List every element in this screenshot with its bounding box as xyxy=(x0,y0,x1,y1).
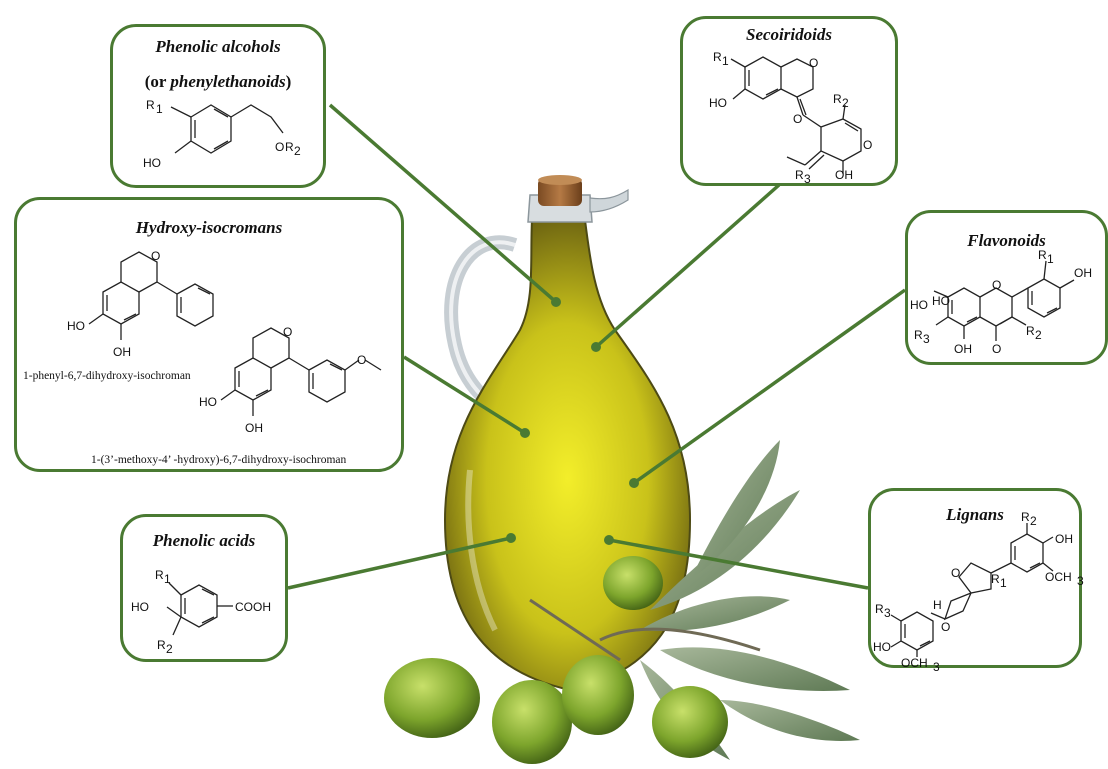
svg-text:R: R xyxy=(914,328,923,342)
isochroman-caption-2: 1-(3’-methoxy-4’ -hydroxy)-6,7-dihydroxy… xyxy=(91,454,347,466)
phenolic-acids-title: Phenolic acids xyxy=(152,531,256,550)
svg-text:R: R xyxy=(285,140,294,154)
isochroman-structures: HO OH O HO OH O O xyxy=(67,249,382,435)
connector-dots xyxy=(506,297,639,545)
svg-text:1: 1 xyxy=(1047,252,1054,266)
svg-text:R: R xyxy=(155,568,164,582)
svg-text:COOH: COOH xyxy=(235,600,271,614)
svg-text:3: 3 xyxy=(804,172,811,186)
svg-text:HO: HO xyxy=(873,640,891,654)
svg-text:O: O xyxy=(941,620,950,634)
svg-text:R: R xyxy=(157,638,166,652)
secoiridoids-title: Secoiridoids xyxy=(746,25,832,44)
svg-text:O: O xyxy=(275,140,284,154)
svg-text:R: R xyxy=(1026,324,1035,338)
svg-text:3: 3 xyxy=(1077,574,1084,588)
svg-text:HO: HO xyxy=(910,298,928,312)
svg-text:O: O xyxy=(992,278,1001,292)
svg-text:3: 3 xyxy=(884,606,891,620)
svg-text:2: 2 xyxy=(1030,514,1037,528)
svg-text:R: R xyxy=(713,50,722,64)
svg-text:HO: HO xyxy=(199,395,217,409)
svg-text:O: O xyxy=(951,566,960,580)
bottle-body xyxy=(443,219,692,692)
svg-text:HO: HO xyxy=(131,600,149,614)
svg-text:O: O xyxy=(151,249,160,263)
svg-text:R: R xyxy=(146,98,155,112)
connector-lines xyxy=(287,103,907,590)
svg-text:2: 2 xyxy=(1035,328,1042,342)
svg-text:OH: OH xyxy=(835,168,853,182)
lignans-title: Lignans xyxy=(946,505,1004,524)
svg-text:OCH: OCH xyxy=(1045,570,1072,584)
svg-text:1: 1 xyxy=(156,102,163,116)
cork xyxy=(538,178,582,206)
svg-text:O: O xyxy=(793,112,802,126)
hydroxy-isocromans-box: Hydroxy-isocromans HO OH O xyxy=(14,197,404,472)
svg-text:HO: HO xyxy=(932,294,950,308)
svg-text:H: H xyxy=(933,598,942,612)
svg-text:OH: OH xyxy=(245,421,263,435)
svg-text:R: R xyxy=(795,168,804,182)
svg-text:HO: HO xyxy=(143,156,161,170)
svg-text:O: O xyxy=(809,56,818,70)
svg-text:1: 1 xyxy=(1000,576,1007,590)
hydroxy-isocromans-title: Hydroxy-isocromans xyxy=(135,218,283,237)
svg-text:2: 2 xyxy=(842,96,849,110)
phenolic-alcohols-title: Phenolic alcohols xyxy=(155,37,281,56)
svg-text:R: R xyxy=(1038,248,1047,262)
svg-text:3: 3 xyxy=(923,332,930,346)
svg-text:HO: HO xyxy=(67,319,85,333)
svg-text:O: O xyxy=(357,353,366,367)
phenolic-alcohols-box: Phenolic alcohols (or phenylethanoids) R… xyxy=(110,24,326,188)
svg-text:OH: OH xyxy=(1055,532,1073,546)
isochroman-caption-1: 1-phenyl-6,7-dihydroxy-isochroman xyxy=(23,370,191,382)
olives xyxy=(384,556,728,764)
svg-text:3: 3 xyxy=(933,660,940,674)
svg-text:OH: OH xyxy=(113,345,131,359)
svg-text:HO: HO xyxy=(709,96,727,110)
svg-text:O: O xyxy=(283,325,292,339)
svg-text:2: 2 xyxy=(166,642,173,656)
svg-text:O: O xyxy=(992,342,1001,356)
svg-text:2: 2 xyxy=(294,144,301,158)
svg-text:1: 1 xyxy=(164,572,171,586)
svg-text:OH: OH xyxy=(1074,266,1092,280)
svg-text:O: O xyxy=(863,138,872,152)
svg-text:R: R xyxy=(991,572,1000,586)
svg-text:OCH: OCH xyxy=(901,656,928,670)
flavonoids-title: Flavonoids xyxy=(967,231,1046,250)
phenolic-alcohols-subtitle: (or phenylethanoids) xyxy=(144,72,292,91)
svg-text:R: R xyxy=(833,92,842,106)
svg-text:R: R xyxy=(875,602,884,616)
svg-text:R: R xyxy=(1021,510,1030,524)
svg-text:1: 1 xyxy=(722,54,729,68)
svg-text:OH: OH xyxy=(954,342,972,356)
